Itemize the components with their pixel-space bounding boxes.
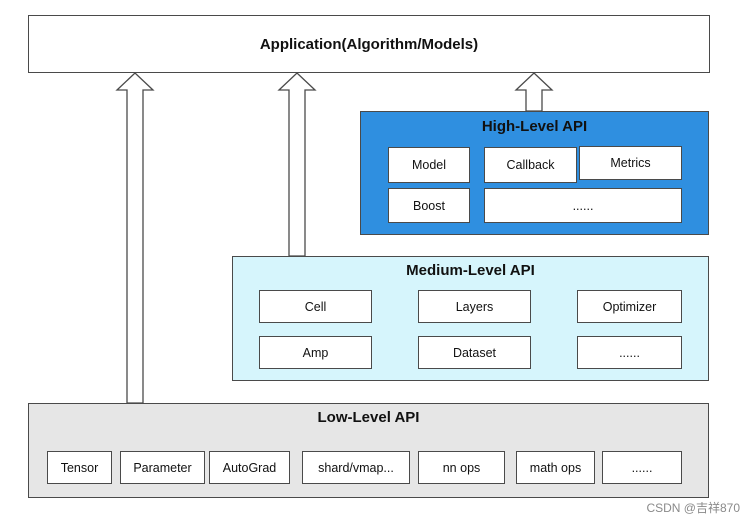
medium-level-api-box: Medium-Level API Cell Layers Optimizer A…	[232, 256, 709, 381]
medium-item-optimizer: Optimizer	[577, 290, 682, 323]
low-item-nn-ops: nn ops	[418, 451, 505, 484]
low-item-autograd: AutoGrad	[209, 451, 290, 484]
low-item-tensor: Tensor	[47, 451, 112, 484]
application-box: Application(Algorithm/Models)	[28, 15, 710, 73]
low-level-api-box: Low-Level API Tensor Parameter AutoGrad …	[28, 403, 709, 498]
high-item-boost: Boost	[388, 188, 470, 223]
medium-level-api-title: Medium-Level API	[406, 262, 535, 279]
watermark: CSDN @吉祥870	[646, 501, 740, 515]
high-item-model: Model	[388, 147, 470, 183]
medium-item-cell: Cell	[259, 290, 372, 323]
medium-item-dataset: Dataset	[418, 336, 531, 369]
medium-item-amp: Amp	[259, 336, 372, 369]
high-level-api-box: High-Level API Model Callback Metrics Bo…	[360, 111, 709, 235]
low-item-shard-vmap: shard/vmap...	[302, 451, 410, 484]
high-item-metrics: Metrics	[579, 146, 682, 180]
low-item-math-ops: math ops	[516, 451, 595, 484]
high-item-callback: Callback	[484, 147, 577, 183]
low-item-more: ......	[602, 451, 682, 484]
high-item-more: ......	[484, 188, 682, 223]
application-title: Application(Algorithm/Models)	[259, 35, 479, 53]
arrow-high-to-app	[514, 72, 554, 112]
high-level-api-title: High-Level API	[481, 118, 588, 135]
low-level-api-title: Low-Level API	[317, 409, 420, 426]
low-item-parameter: Parameter	[120, 451, 205, 484]
arrow-medium-to-app	[277, 72, 317, 257]
arrow-low-to-app	[115, 72, 155, 404]
medium-item-more: ......	[577, 336, 682, 369]
medium-item-layers: Layers	[418, 290, 531, 323]
